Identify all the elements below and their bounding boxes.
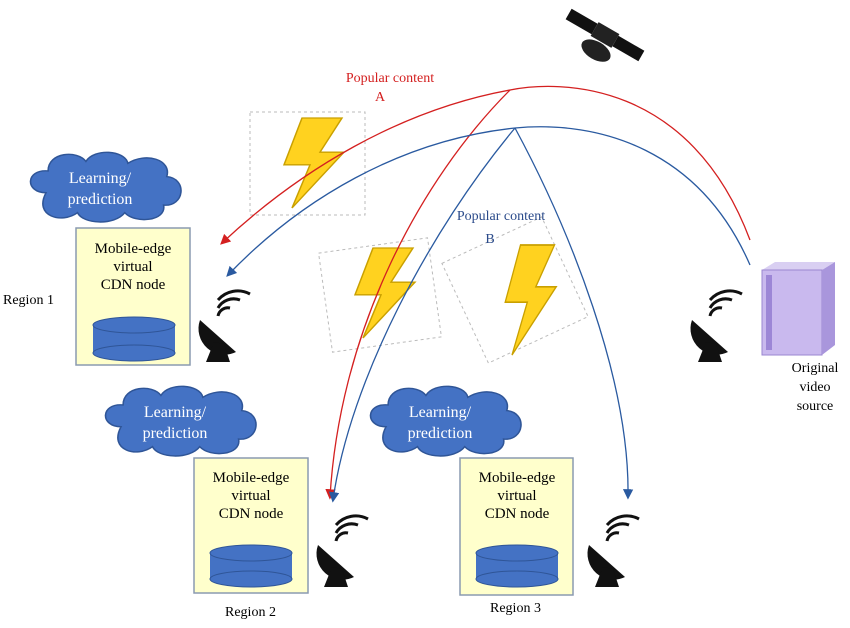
database-icon <box>475 544 559 588</box>
svg-text:prediction: prediction <box>68 191 133 208</box>
svg-text:Original: Original <box>792 361 839 376</box>
database-icon <box>209 544 293 588</box>
svg-text:Region 1: Region 1 <box>3 293 54 308</box>
svg-text:Learning/: Learning/ <box>409 404 472 421</box>
antenna-icon <box>315 514 370 589</box>
svg-text:Learning/: Learning/ <box>144 404 207 421</box>
antenna-icon <box>197 289 252 364</box>
content-a-label: Popular content <box>346 71 434 86</box>
svg-text:Mobile-edge: Mobile-edge <box>95 241 172 257</box>
svg-text:prediction: prediction <box>408 425 473 442</box>
svg-text:Mobile-edge: Mobile-edge <box>479 470 556 486</box>
svg-text:virtual: virtual <box>497 488 536 504</box>
wireless-bolt-icon <box>249 111 366 216</box>
wireless-bolt-icon <box>441 216 589 364</box>
svg-text:Mobile-edge: Mobile-edge <box>213 470 290 486</box>
svg-text:virtual: virtual <box>113 259 152 275</box>
svg-text:video: video <box>799 380 830 395</box>
svg-text:CDN node: CDN node <box>101 277 166 293</box>
svg-text:CDN node: CDN node <box>219 506 284 522</box>
region-2: Learning/ prediction Mobile-edge virtual… <box>104 385 370 620</box>
svg-text:virtual: virtual <box>231 488 270 504</box>
svg-text:source: source <box>797 399 834 414</box>
database-icon <box>92 316 176 362</box>
content-a-letter: A <box>375 90 386 105</box>
svg-text:Region 2: Region 2 <box>225 605 276 620</box>
content-a-paths <box>220 85 751 500</box>
wireless-bolt-icon <box>318 237 442 353</box>
server-icon <box>761 262 835 356</box>
svg-text:CDN node: CDN node <box>485 506 550 522</box>
antenna-icon <box>689 289 744 364</box>
antenna-icon <box>586 514 641 589</box>
content-b-paths <box>226 126 751 503</box>
svg-text:prediction: prediction <box>143 425 208 442</box>
original-video-source: Original video source <box>689 262 839 414</box>
svg-text:Region 3: Region 3 <box>490 601 541 616</box>
svg-text:Learning/: Learning/ <box>69 170 132 187</box>
region-1: Learning/ prediction Mobile-edge virtual… <box>3 151 252 366</box>
region-3: Learning/ prediction Mobile-edge virtual… <box>369 385 641 616</box>
satellite-icon <box>565 8 645 62</box>
content-b-letter: B <box>485 232 494 247</box>
content-b-label: Popular content <box>457 209 545 224</box>
